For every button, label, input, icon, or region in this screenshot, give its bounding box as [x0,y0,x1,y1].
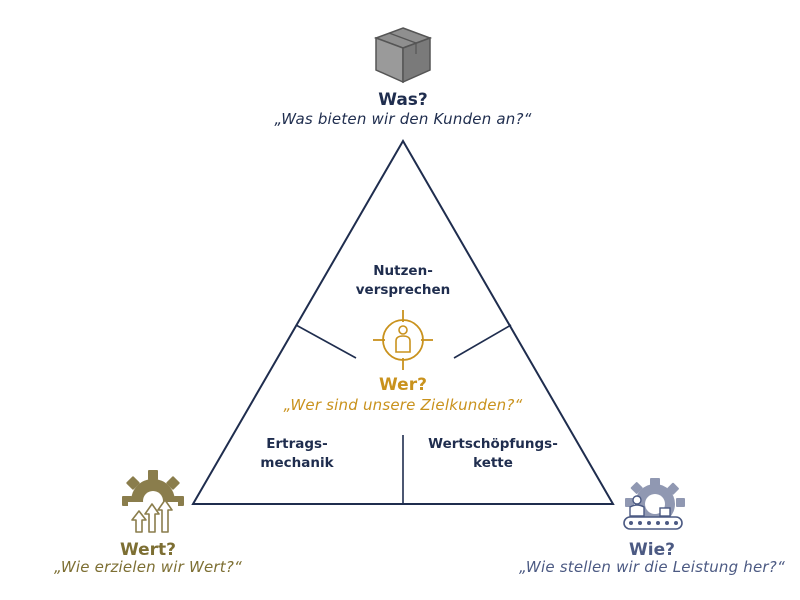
divider-left [295,324,357,359]
segment-nutzenversprechen: Nutzen- versprechen [333,262,473,300]
target-person-icon [373,310,433,370]
left-heading: Wert? [119,540,177,560]
top-question: „Was bieten wir den Kunden an?“ [274,110,532,128]
segment-ertragsmechanik: Ertrags- mechanik [237,435,357,473]
segment-nutzen-line1: Nutzen- [373,263,433,279]
segment-wert-line1: Wertschöpfungs- [428,436,558,452]
segment-ertrags-line1: Ertrags- [266,436,328,452]
segment-wertschoepfungskette: Wertschöpfungs- kette [418,435,568,473]
right-question: „Wie stellen wir die Leistung her?“ [519,558,785,576]
top-heading: Was? [378,90,428,110]
segment-wert-line2: kette [473,455,513,471]
center-heading: Wer? [379,375,427,395]
left-question: „Wie erzielen wir Wert?“ [53,558,243,576]
gear-conveyor-icon [623,478,685,530]
right-heading: Wie? [629,540,675,560]
gear-arrows-icon [122,470,184,534]
segment-nutzen-line2: versprechen [355,282,451,298]
segment-ertrags-line2: mechanik [260,455,334,471]
divider-right [453,324,512,359]
center-question: „Wer sind unsere Zielkunden?“ [283,396,523,414]
box-icon [373,27,433,84]
